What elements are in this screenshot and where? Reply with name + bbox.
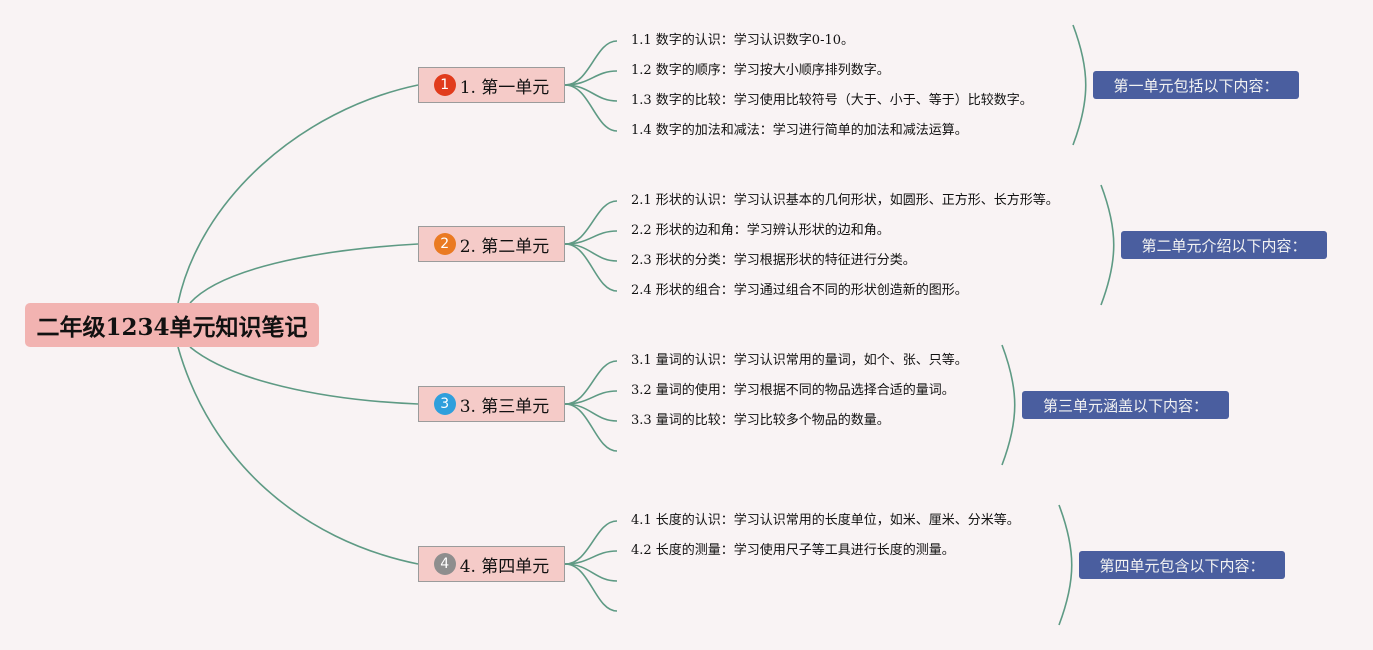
summary-1[interactable]: 第一单元包括以下内容： bbox=[1093, 71, 1299, 99]
summary-bracket-2 bbox=[1100, 184, 1115, 306]
item-2-2[interactable]: 2.2 形状的边和角：学习辨认形状的边和角。 bbox=[631, 223, 890, 238]
root-link-3 bbox=[189, 346, 419, 405]
unit-node-4[interactable]: 4 4. 第四单元 bbox=[418, 546, 565, 582]
number-3-icon: 3 bbox=[433, 393, 456, 415]
summary-4[interactable]: 第四单元包含以下内容： bbox=[1079, 551, 1285, 579]
number-2-icon: 2 bbox=[433, 233, 456, 255]
root-link-2 bbox=[189, 243, 419, 304]
root-topic[interactable]: 二年级1234单元知识笔记 bbox=[25, 303, 319, 347]
summary-bracket-1 bbox=[1072, 24, 1087, 146]
unit-label: 2. 第二单元 bbox=[459, 236, 550, 257]
item-2-3[interactable]: 2.3 形状的分类：学习根据形状的特征进行分类。 bbox=[631, 253, 916, 268]
item-2-1[interactable]: 2.1 形状的认识：学习认识基本的几何形状，如圆形、正方形、长方形等。 bbox=[631, 193, 1059, 208]
item-3-2[interactable]: 3.2 量词的使用：学习根据不同的物品选择合适的量词。 bbox=[631, 383, 955, 398]
item-1-3[interactable]: 1.3 数字的比较：学习使用比较符号（大于、小于、等于）比较数字。 bbox=[631, 93, 1033, 108]
unit-node-3[interactable]: 3 3. 第三单元 bbox=[418, 386, 565, 422]
item-1-1[interactable]: 1.1 数字的认识：学习认识数字0-10。 bbox=[631, 33, 855, 48]
summary-bracket-3 bbox=[1001, 344, 1016, 466]
item-4-1[interactable]: 4.1 长度的认识：学习认识常用的长度单位，如米、厘米、分米等。 bbox=[631, 513, 1020, 528]
item-3-1[interactable]: 3.1 量词的认识：学习认识常用的量词，如个、张、只等。 bbox=[631, 353, 968, 368]
unit-node-1[interactable]: 1 1. 第一单元 bbox=[418, 67, 565, 103]
root-title: 二年级1234单元知识笔记 bbox=[36, 314, 308, 341]
item-2-4[interactable]: 2.4 形状的组合：学习通过组合不同的形状创造新的图形。 bbox=[631, 283, 968, 298]
item-1-4[interactable]: 1.4 数字的加法和减法：学习进行简单的加法和减法运算。 bbox=[631, 123, 968, 138]
number-1-icon: 1 bbox=[433, 74, 456, 96]
unit-node-2[interactable]: 2 2. 第二单元 bbox=[418, 226, 565, 262]
item-3-3[interactable]: 3.3 量词的比较：学习比较多个物品的数量。 bbox=[631, 413, 890, 428]
root-link-1 bbox=[177, 84, 419, 304]
summary-bracket-4 bbox=[1058, 504, 1073, 626]
summary-2[interactable]: 第二单元介绍以下内容： bbox=[1121, 231, 1327, 259]
summary-3[interactable]: 第三单元涵盖以下内容： bbox=[1022, 391, 1229, 419]
number-4-icon: 4 bbox=[433, 553, 456, 575]
unit-label: 1. 第一单元 bbox=[459, 77, 550, 98]
unit-label: 3. 第三单元 bbox=[459, 396, 550, 417]
unit-label: 4. 第四单元 bbox=[459, 556, 550, 577]
item-1-2[interactable]: 1.2 数字的顺序：学习按大小顺序排列数字。 bbox=[631, 63, 890, 78]
root-link-4 bbox=[177, 346, 419, 565]
item-4-2[interactable]: 4.2 长度的测量：学习使用尺子等工具进行长度的测量。 bbox=[631, 543, 955, 558]
